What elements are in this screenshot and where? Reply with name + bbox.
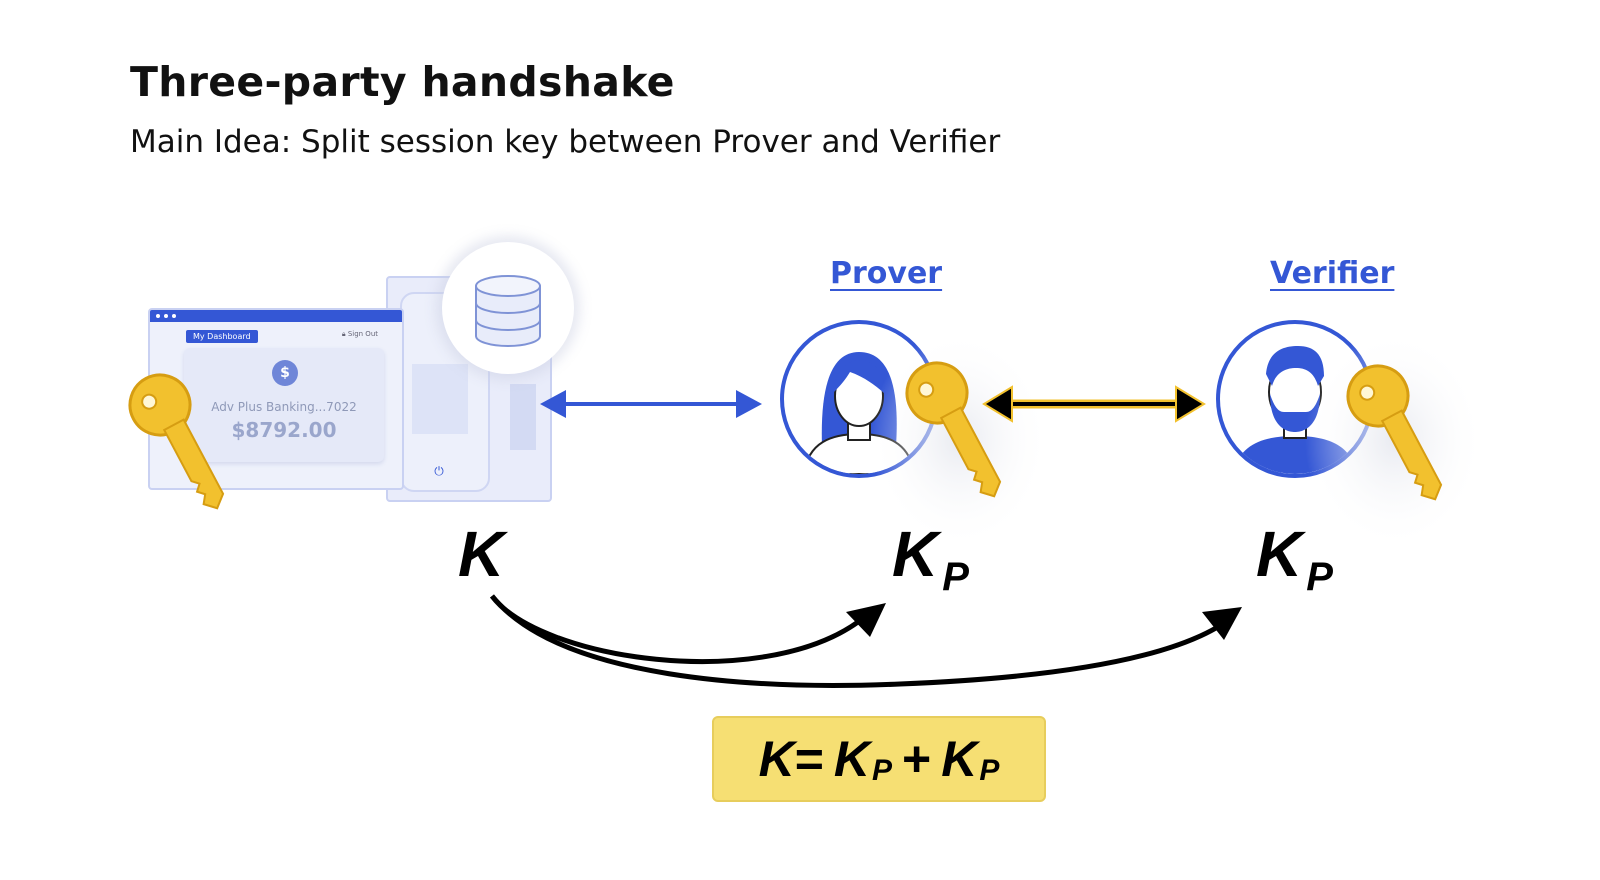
- account-card: $ Adv Plus Banking...7022 $8792.00: [184, 348, 384, 462]
- account-name: Adv Plus Banking...7022: [211, 400, 357, 414]
- split-arrow-to-verifier: [490, 594, 1218, 688]
- window-titlebar: [150, 310, 402, 322]
- lock-icon: 🔒︎: [341, 330, 346, 338]
- power-icon: ⏻: [434, 464, 444, 478]
- key-icon: [117, 362, 244, 525]
- signout-link: 🔒︎ Sign Out: [342, 330, 378, 339]
- split-arrow-to-prover: [490, 594, 860, 664]
- page-title: Three-party handshake: [130, 58, 675, 106]
- prover-verifier-arrow: [982, 385, 1206, 423]
- signout-label: Sign Out: [347, 330, 378, 338]
- dollar-icon: $: [272, 360, 298, 386]
- page-subtitle: Main Idea: Split session key between Pro…: [130, 124, 1001, 160]
- arrowhead: [1202, 607, 1242, 640]
- account-balance: $8792.00: [231, 418, 337, 442]
- arrowhead: [846, 603, 886, 637]
- prover-role-label: Prover: [830, 256, 943, 291]
- server-prover-arrow: [540, 390, 762, 418]
- dashboard-button: My Dashboard: [186, 330, 258, 343]
- device-content-block: [412, 364, 468, 434]
- verifier-role-label: Verifier: [1270, 256, 1395, 291]
- device-side-block: [510, 384, 536, 450]
- server-key-label: K: [458, 518, 505, 590]
